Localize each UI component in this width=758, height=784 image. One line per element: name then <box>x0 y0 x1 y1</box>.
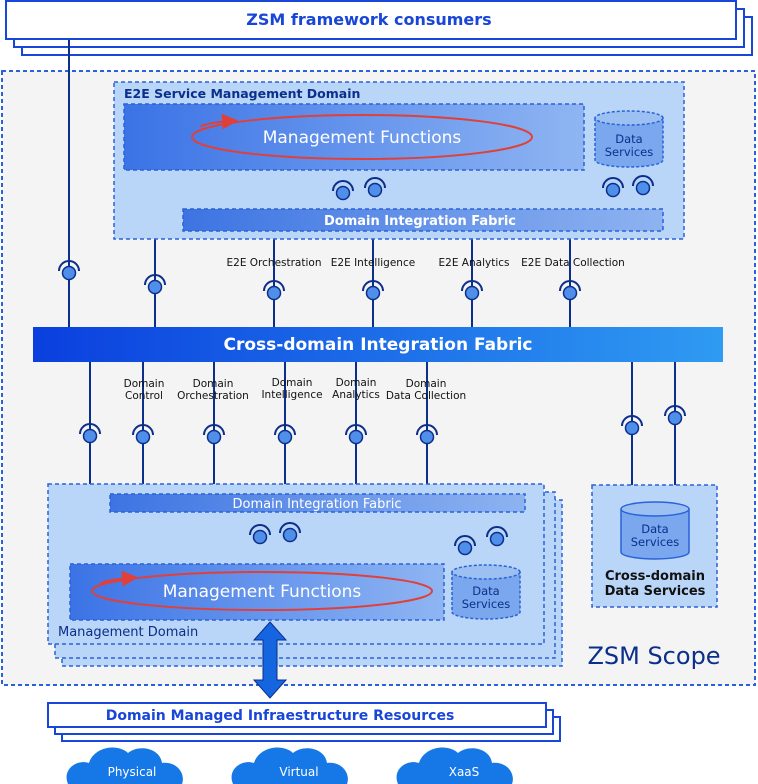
e2e-service-management-domain: E2E Service Management Domain Management… <box>113 81 685 240</box>
md-management-functions-label: Management Functions <box>163 582 362 602</box>
cross-domain-data-services: Data Services Cross-domain Data Services <box>591 484 718 608</box>
domain-data-collection-line2: Data Collection <box>386 390 466 402</box>
md-cycle-arrow-icon <box>99 570 138 587</box>
cd-data-services-line1: Data <box>641 522 668 536</box>
interface-socket-icon <box>144 274 166 295</box>
md-data-services-line2: Services <box>462 597 511 611</box>
resources-stack: Domain Managed Infraestructure Resources <box>47 702 561 742</box>
interface-socket-icon <box>249 524 271 545</box>
interface-socket-icon <box>632 175 654 196</box>
interface-socket-icon <box>132 424 154 445</box>
cross-domain-integration-fabric <box>33 327 723 362</box>
interface-socket-icon <box>345 424 367 445</box>
interface-socket-icon <box>58 260 80 281</box>
e2e-domain-integration-fabric <box>182 208 664 232</box>
interface-socket-icon <box>461 280 483 301</box>
cd-caption-line1: Cross-domain <box>605 569 705 584</box>
domain-orchestration-line2: Orchestration <box>177 390 249 402</box>
domain-analytics-line2: Analytics <box>332 389 380 401</box>
domain-orchestration-line1: Domain <box>193 378 234 390</box>
e2e-data-services-line1: Data <box>615 132 642 146</box>
md-data-services-line1: Data <box>472 584 499 598</box>
cloud-physical-label: Physical <box>108 765 157 779</box>
domain-intelligence-line1: Domain <box>272 377 313 389</box>
interface-socket-icon <box>621 415 643 436</box>
domain-analytics-line1: Domain <box>336 377 377 389</box>
cd-data-services-line2: Services <box>631 535 680 549</box>
e2e-intelligence-label: E2E Intelligence <box>331 257 415 269</box>
cloud-xaas-icon: XaaS <box>396 747 513 784</box>
interface-socket-icon <box>332 180 354 201</box>
e2e-cycle-arrow-icon <box>199 113 238 130</box>
domain-control-line2: Control <box>125 390 163 402</box>
resources-label: Domain Managed Infraestructure Resources <box>106 708 455 724</box>
cd-caption-line2: Data Services <box>605 584 706 599</box>
e2e-orchestration-label: E2E Orchestration <box>227 257 322 269</box>
interface-socket-icon <box>486 526 508 547</box>
interface-sockets <box>58 175 686 556</box>
cloud-virtual-label: Virtual <box>279 765 318 779</box>
interface-socket-icon <box>559 280 581 301</box>
interface-socket-icon <box>454 535 476 556</box>
interface-socket-icon <box>274 424 296 445</box>
domain-intelligence-line2: Intelligence <box>261 389 322 401</box>
md-integration-fabric-label: Domain Integration Fabric <box>233 497 402 512</box>
cross-domain-db-icon: Data Services <box>620 501 690 560</box>
e2e-data-services-db-icon: Data Services <box>594 110 664 168</box>
interface-socket-icon <box>664 405 686 426</box>
md-domain-integration-fabric <box>109 493 526 513</box>
e2e-domain-title: E2E Service Management Domain <box>124 86 360 101</box>
e2e-management-cycle <box>191 114 533 160</box>
interface-socket-icon <box>263 280 285 301</box>
interface-socket-icon <box>362 280 384 301</box>
interface-socket-icon <box>416 424 438 445</box>
e2e-data-collection-label: E2E Data Collection <box>521 257 625 269</box>
cross-domain-fabric-label: Cross-domain Integration Fabric <box>223 335 532 355</box>
md-data-services-db-icon: Data Services <box>451 564 521 620</box>
e2e-integration-fabric-label: Domain Integration Fabric <box>324 214 516 229</box>
management-domain-title: Management Domain <box>58 625 198 640</box>
zsm-scope-label: ZSM Scope <box>587 642 720 670</box>
domain-data-collection-line1: Domain <box>406 378 447 390</box>
md-management-cycle <box>91 571 433 611</box>
consumers-label: ZSM framework consumers <box>246 10 491 29</box>
cloud-virtual-icon: Virtual <box>231 747 348 784</box>
interface-socket-icon <box>364 177 386 198</box>
e2e-data-services-line2: Services <box>605 145 654 159</box>
interface-socket-icon <box>203 424 225 445</box>
interface-socket-icon <box>79 423 101 444</box>
e2e-analytics-label: E2E Analytics <box>439 257 510 269</box>
e2e-management-functions-label: Management Functions <box>263 128 462 148</box>
consumers-stack: ZSM framework consumers <box>5 0 753 56</box>
interface-socket-icon <box>279 522 301 543</box>
domain-control-line1: Domain <box>124 378 165 390</box>
interface-socket-icon <box>602 177 624 198</box>
management-domain: Domain Integration Fabric Management Fun… <box>47 483 563 667</box>
double-arrow-icon <box>252 621 288 699</box>
cloud-xaas-label: XaaS <box>449 765 480 779</box>
cloud-physical-icon: Physical <box>66 747 183 784</box>
